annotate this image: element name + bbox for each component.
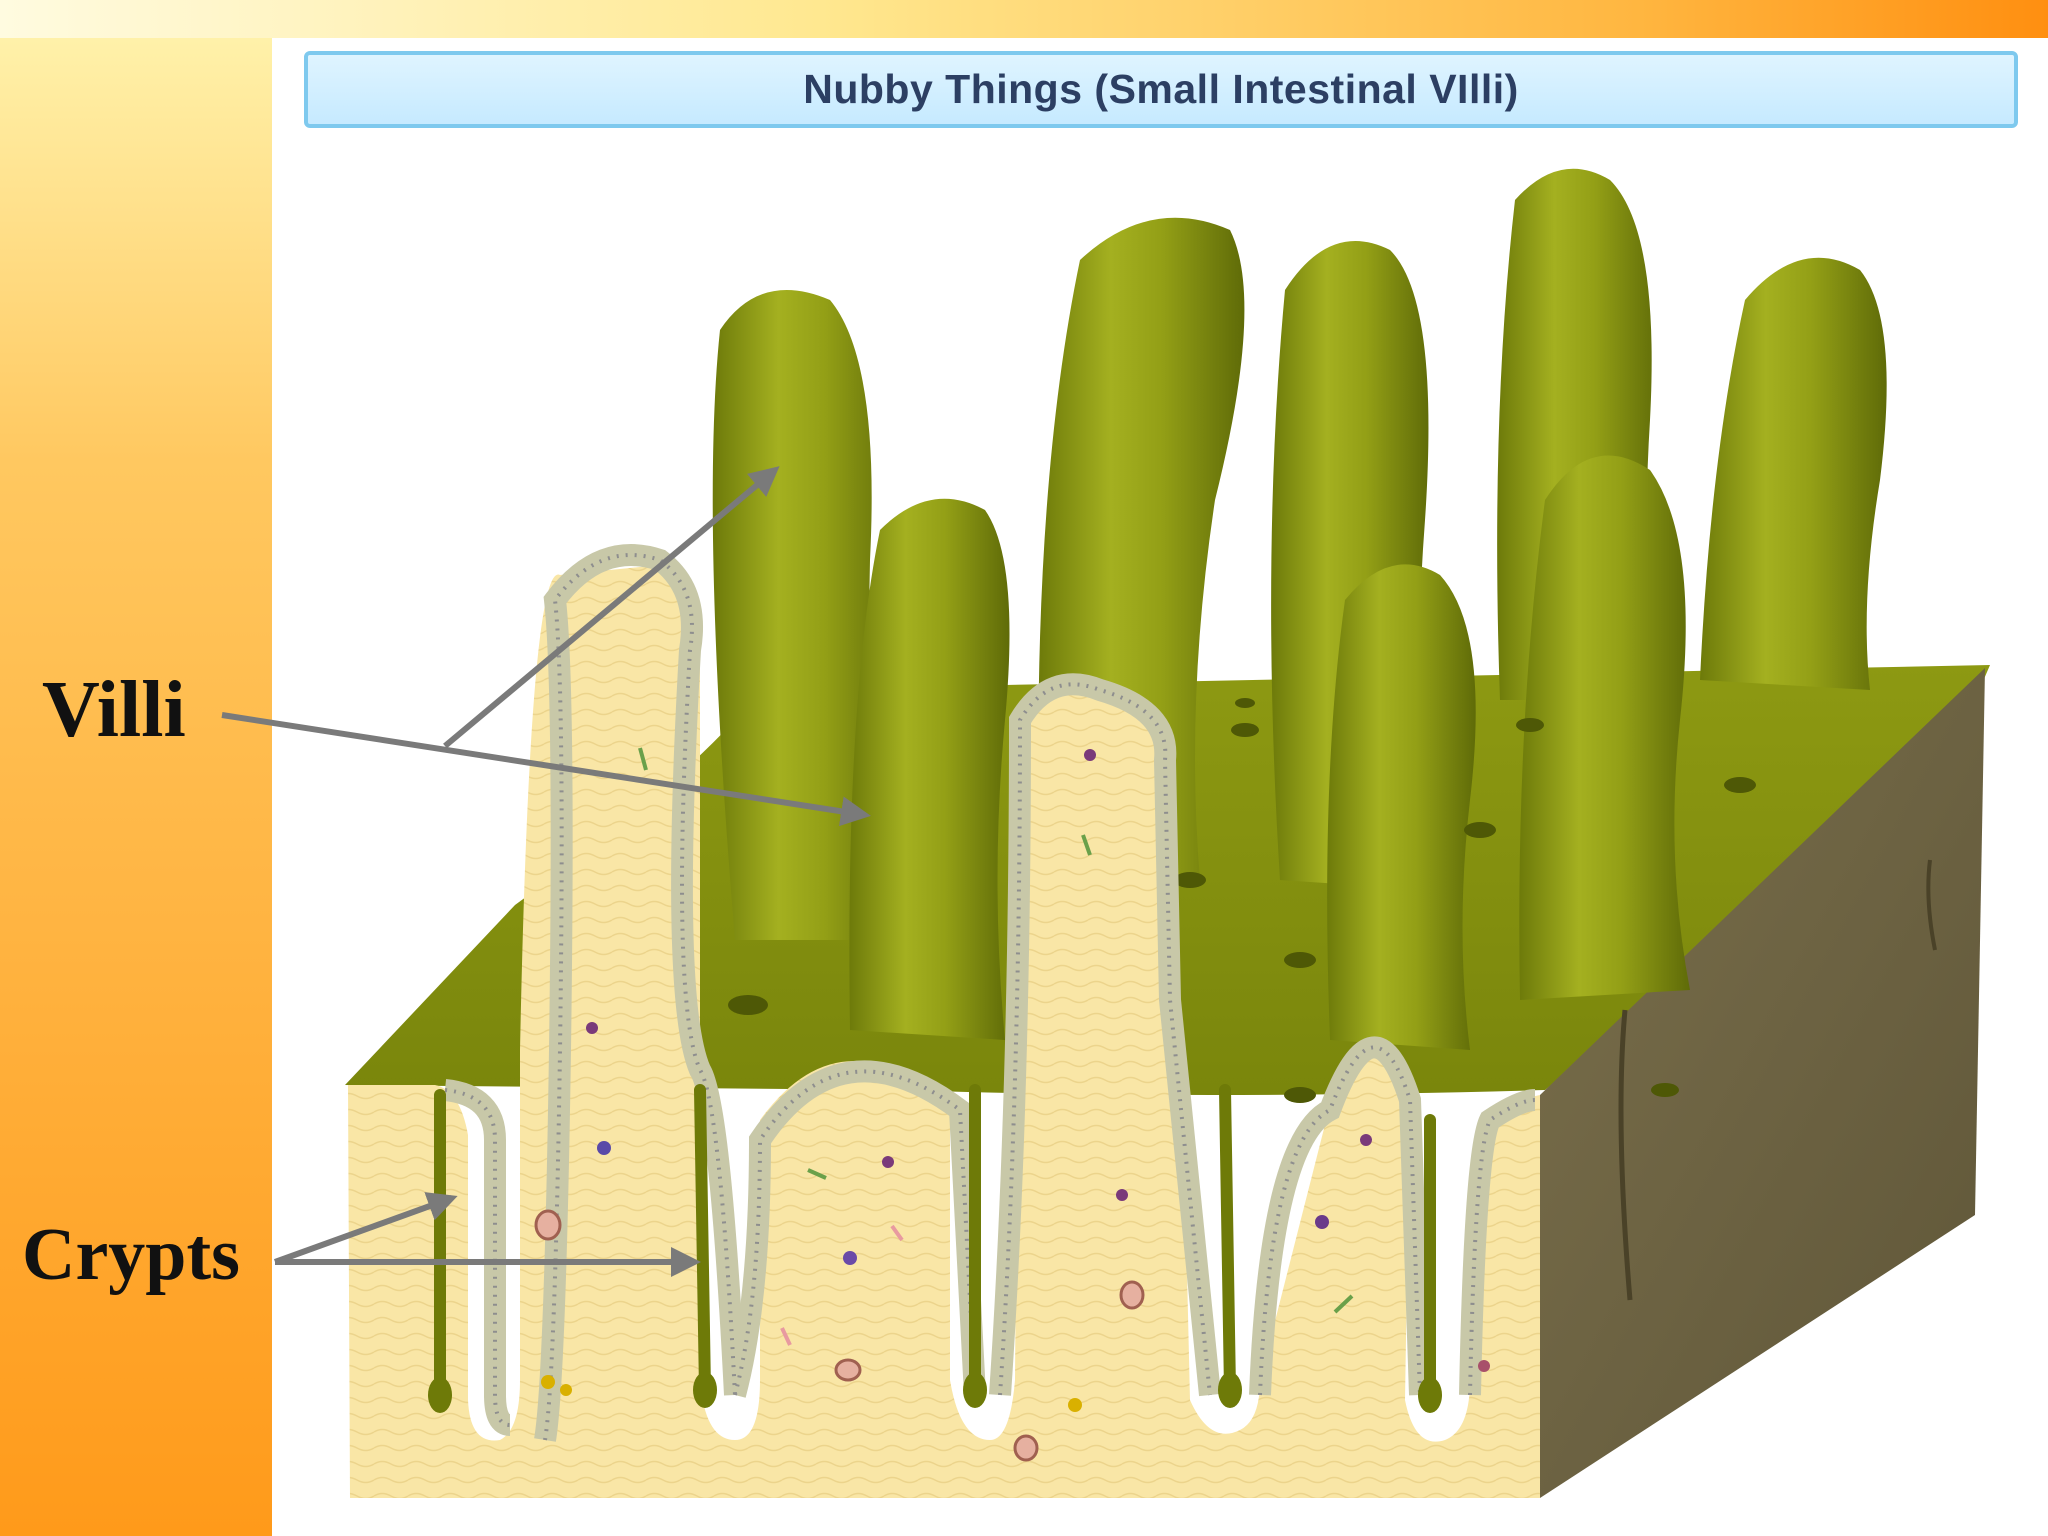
epithelium-cells — [444, 553, 1536, 1441]
villus — [1327, 564, 1476, 1050]
villi-arrow-lower — [221, 712, 871, 827]
annotation-arrows — [221, 466, 871, 1277]
villus — [1519, 455, 1690, 1000]
villi-arrow-upper — [443, 466, 780, 749]
villi-label: Villi — [42, 666, 186, 754]
crypt-openings — [728, 698, 1756, 1103]
crypts-label: Crypts — [22, 1214, 240, 1296]
top-gradient-band — [0, 0, 2048, 38]
tissue-side-face — [1540, 668, 1985, 1498]
lamina-propria-cells — [534, 747, 1490, 1462]
crypts-arrow-upper — [273, 1192, 458, 1265]
villus — [1700, 257, 1887, 690]
side-fissure — [1618, 1009, 1633, 1301]
page-title: Nubby Things (Small Intestinal VIlli) — [803, 66, 1519, 112]
crypt-lumens — [434, 1084, 1436, 1401]
crypt-bulbs — [428, 1372, 1442, 1413]
title-banner: Nubby Things (Small Intestinal VIlli) — [304, 51, 2018, 128]
villus — [849, 498, 1010, 1040]
side-fissure — [1926, 859, 1937, 951]
